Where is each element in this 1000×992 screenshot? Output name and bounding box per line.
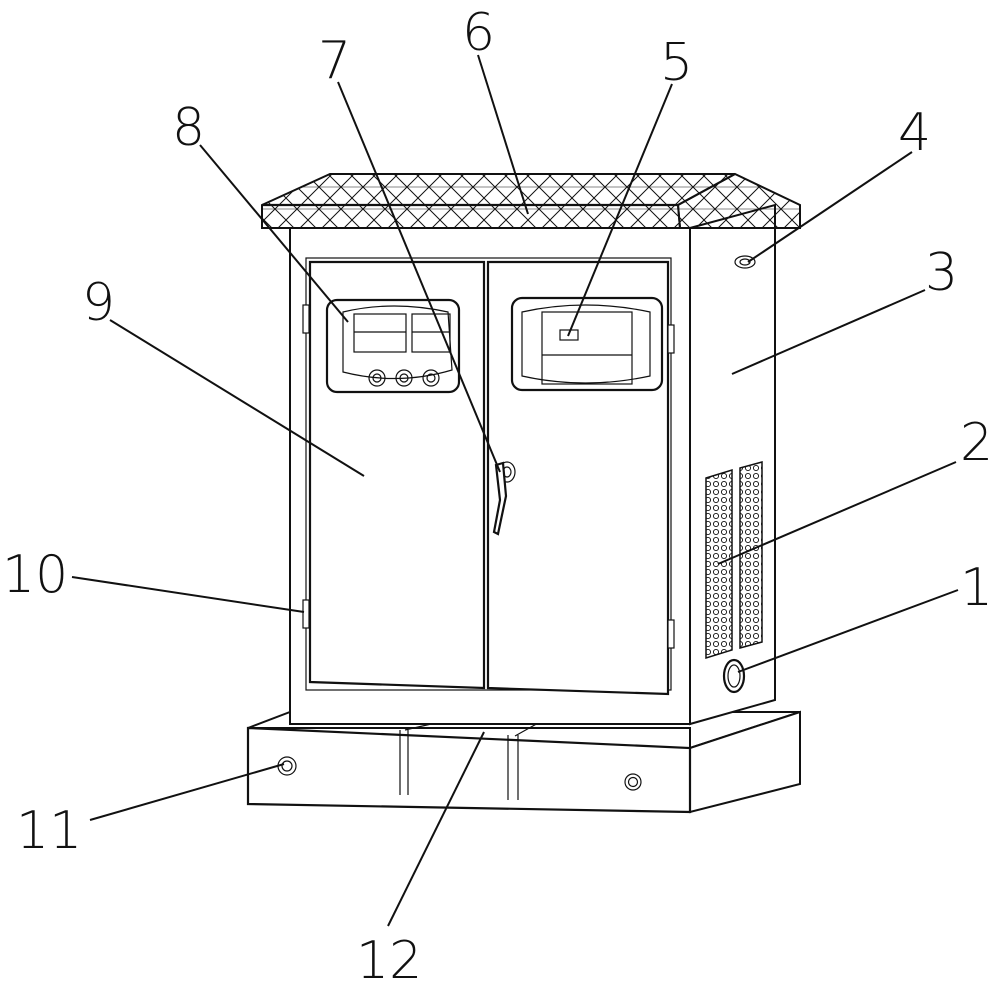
base-bolt-right — [624, 773, 642, 791]
callout-5: 5 — [660, 33, 693, 93]
callout-12: 12 — [356, 931, 422, 991]
callout-2: 2 — [960, 413, 993, 473]
callout-8: 8 — [172, 98, 205, 158]
vent-right — [739, 461, 763, 649]
hinge-lower-left — [302, 599, 310, 629]
callout-6: 6 — [462, 3, 495, 63]
callout-10: 10 — [2, 545, 68, 605]
hinge-upper-left — [302, 304, 310, 334]
callout-3: 3 — [925, 243, 958, 303]
side-lock — [734, 255, 756, 269]
base — [246, 710, 801, 814]
callout-9: 9 — [82, 273, 115, 333]
callout-7: 7 — [318, 31, 351, 91]
cable-port — [722, 658, 746, 694]
meter-panel-left — [325, 298, 461, 394]
callout-labels: 1 2 3 4 5 6 7 8 9 10 11 12 — [2, 3, 993, 991]
roof — [261, 172, 801, 229]
meter-panel-right — [510, 296, 664, 392]
door-handle — [492, 461, 516, 536]
leader-lines — [71, 54, 959, 927]
callout-11: 11 — [16, 801, 82, 861]
callout-1: 1 — [960, 558, 993, 618]
callout-4: 4 — [898, 103, 931, 163]
